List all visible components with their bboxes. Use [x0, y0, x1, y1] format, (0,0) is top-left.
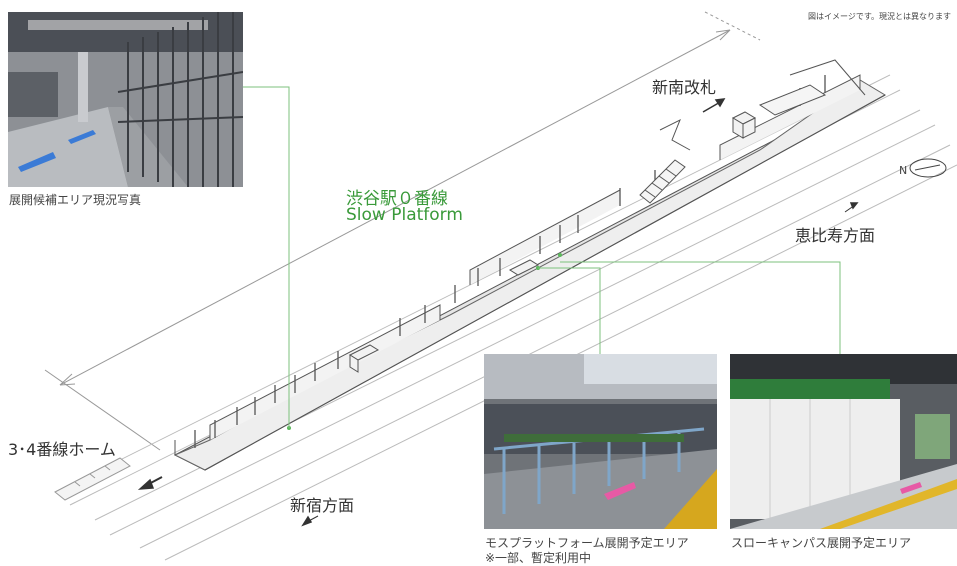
- label-ebisu: 恵比寿方面: [795, 226, 876, 245]
- train: [54, 457, 131, 501]
- photo-moss-platform: [484, 354, 717, 529]
- dimension-line: [44, 11, 761, 451]
- direction-arrows: [137, 98, 859, 527]
- label-platform-34: 3･4番線ホーム: [8, 440, 116, 459]
- title-line2: Slow Platform: [346, 205, 463, 225]
- label-shinjuku: 新宿方面: [290, 496, 355, 515]
- label-new-south-gate: 新南改札: [652, 78, 717, 97]
- label-north: N: [899, 164, 908, 177]
- photo-moss-note: ※一部、暫定利用中: [485, 551, 592, 565]
- platform-shape: [173, 74, 887, 471]
- photo-current-caption: 展開候補エリア現況写真: [9, 193, 142, 207]
- platform-boxes: [348, 111, 757, 373]
- disclaimer: 図はイメージです。現況とは異なります: [808, 12, 952, 21]
- leader-lines: [243, 86, 841, 428]
- title-line1: 渋谷駅０番線: [346, 189, 448, 209]
- north-indicator: [909, 158, 947, 178]
- photo-current-site: [8, 12, 243, 187]
- photo-moss-caption: モスプラットフォーム展開予定エリア: [485, 536, 689, 550]
- platform-posts: [194, 75, 826, 448]
- photo-slow-campus: [730, 354, 957, 529]
- photo-slow-caption: スローキャンパス展開予定エリア: [731, 536, 912, 550]
- stairs: [639, 59, 866, 204]
